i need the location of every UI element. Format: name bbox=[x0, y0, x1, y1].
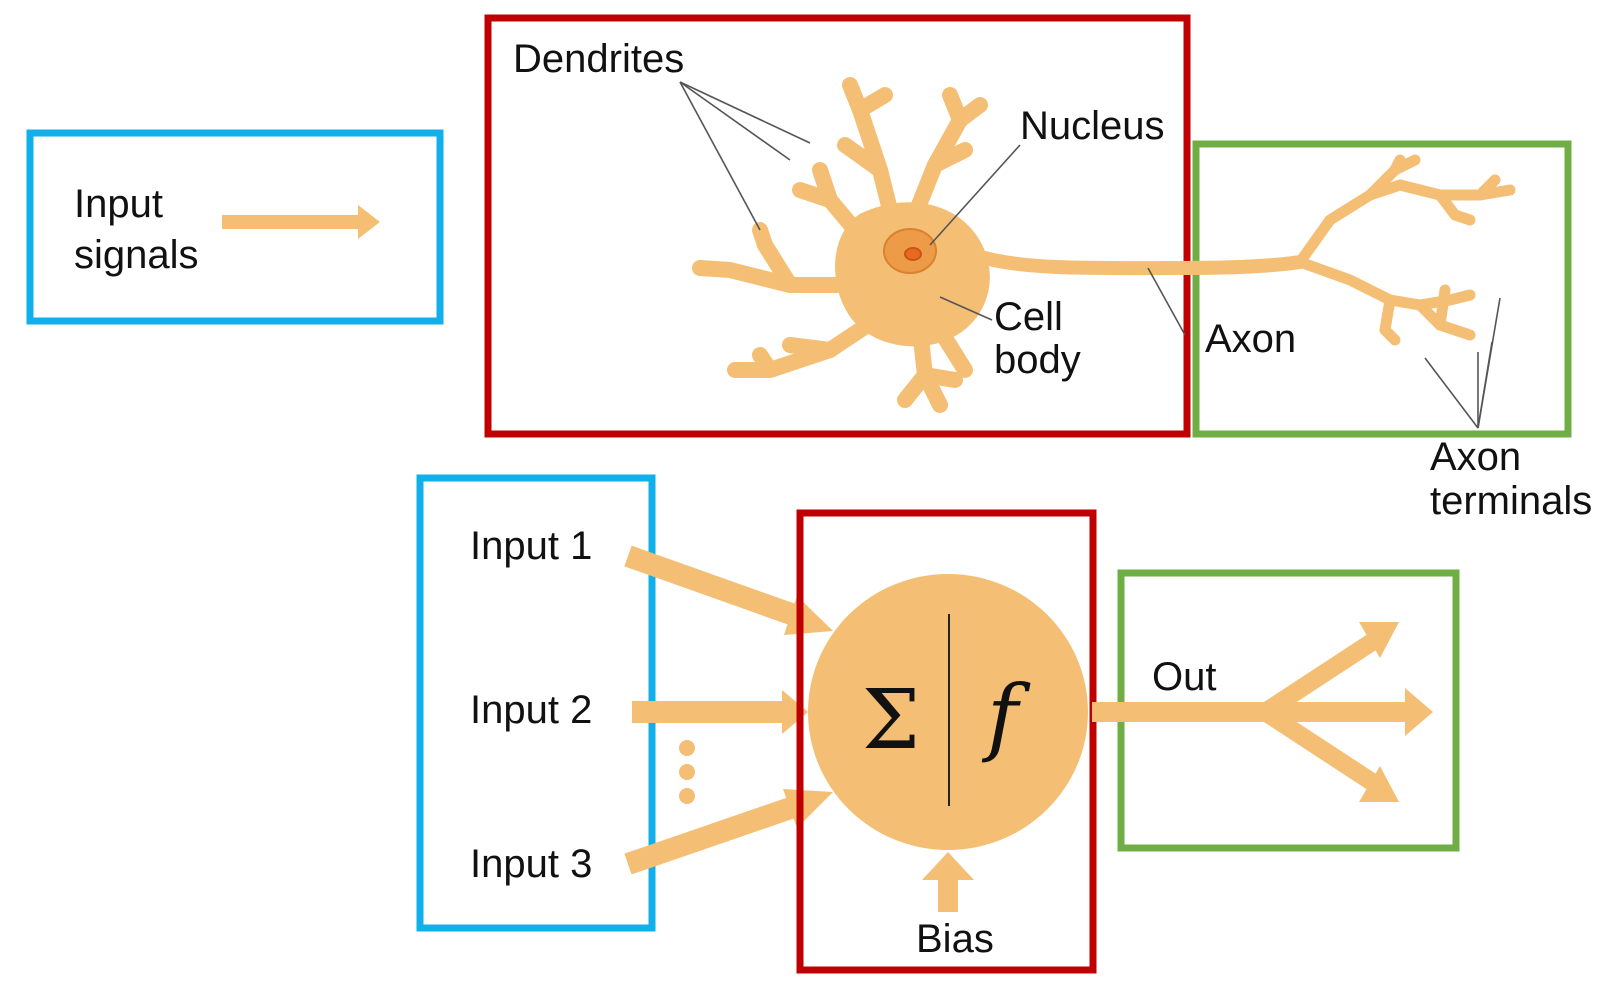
axon-label: Axon bbox=[1205, 317, 1296, 361]
input-1-label: Input 1 bbox=[470, 524, 592, 568]
bio-cell-box bbox=[484, 14, 1191, 438]
leader-lines bbox=[679, 81, 1501, 429]
input-arrows bbox=[624, 545, 833, 875]
right-arrow-icon bbox=[222, 205, 380, 239]
input-3-label: Input 3 bbox=[470, 842, 592, 886]
input-2-arrow-icon bbox=[632, 690, 808, 734]
bio-input-box bbox=[26, 129, 444, 325]
nucleus-label: Nucleus bbox=[1020, 104, 1165, 148]
input-2-label: Input 2 bbox=[470, 688, 592, 732]
dendrites-label: Dendrites bbox=[513, 37, 684, 81]
bias-label: Bias bbox=[916, 917, 994, 961]
up-arrow-icon bbox=[922, 852, 974, 912]
input-1-arrow-icon bbox=[624, 545, 833, 635]
input-signals-label-line1: Input bbox=[74, 182, 163, 226]
three-way-fork-arrow-icon bbox=[1092, 622, 1433, 802]
cell-body-label-line2: body bbox=[994, 338, 1081, 382]
input-3-arrow-icon bbox=[624, 789, 833, 875]
vertical-ellipsis-icon bbox=[679, 740, 695, 804]
biological-neuron-illustration bbox=[692, 77, 1516, 413]
artificial-processing-box bbox=[796, 509, 1097, 974]
axon-terminals-label-line1: Axon bbox=[1430, 435, 1521, 479]
bio-axon-terminal-box bbox=[1192, 140, 1572, 438]
axon-terminals-label-line2: terminals bbox=[1430, 479, 1592, 523]
input-signals-label-line2: signals bbox=[74, 233, 199, 277]
out-label: Out bbox=[1152, 655, 1216, 699]
summation-symbol: Σ bbox=[862, 673, 920, 768]
cell-body-label-line1: Cell bbox=[994, 295, 1063, 339]
